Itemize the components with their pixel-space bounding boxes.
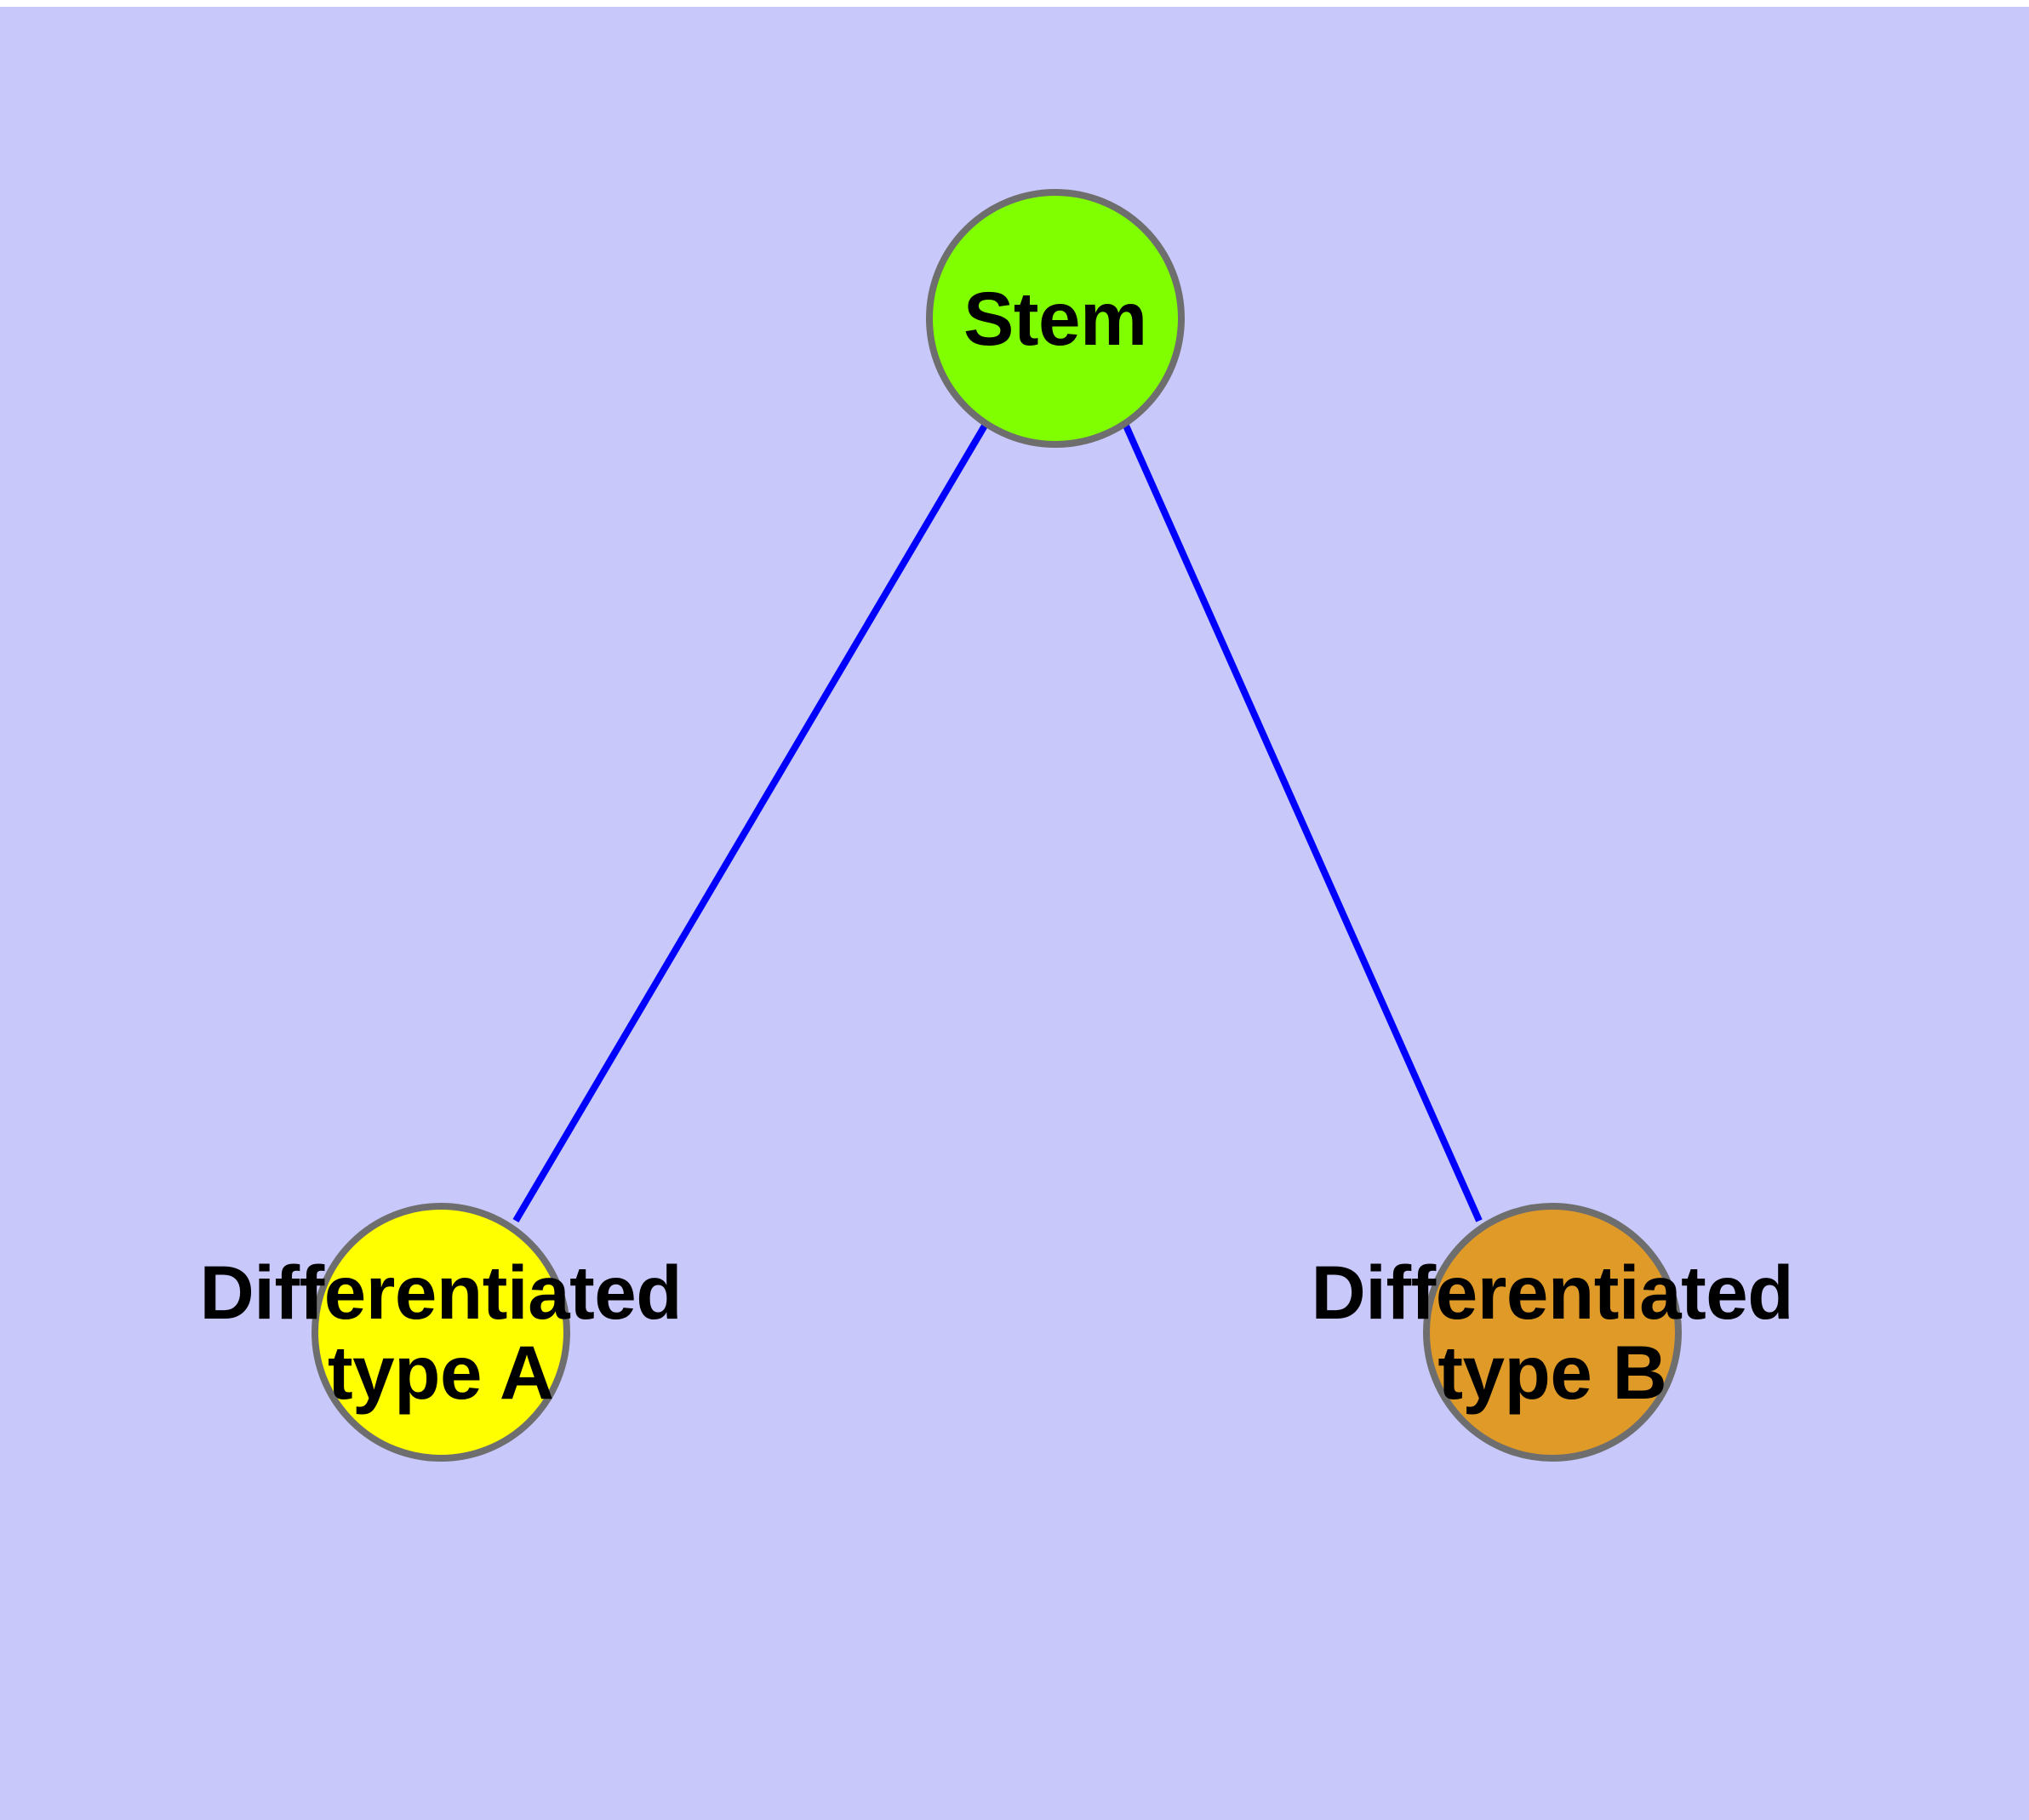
edges-layer [512,423,1483,1223]
node-stem[interactable] [926,189,1185,448]
nodes-layer [311,189,1682,1462]
node-diff-a[interactable] [311,1203,570,1462]
node-diff-b[interactable] [1423,1203,1682,1462]
edge-stem-to-b[interactable] [1123,424,1483,1222]
edge-stem-to-a[interactable] [512,423,988,1223]
